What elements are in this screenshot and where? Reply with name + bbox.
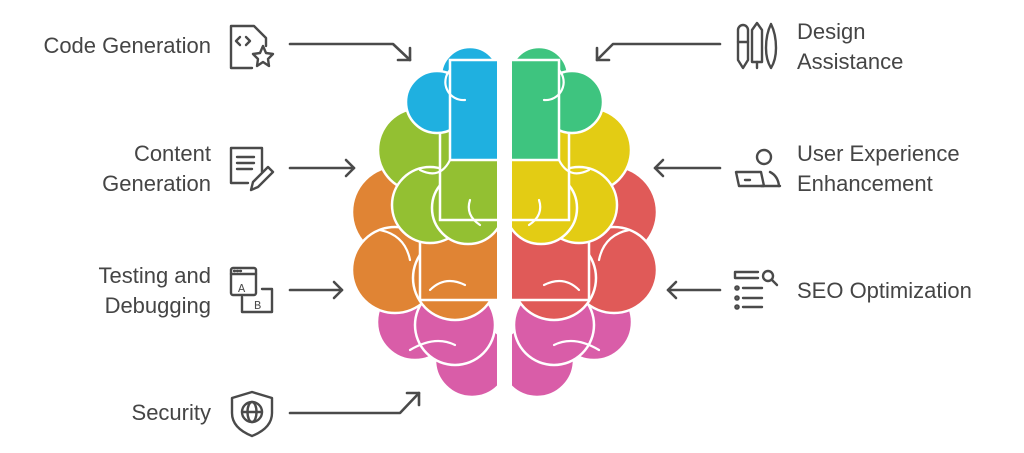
svg-text:A: A [238,282,246,296]
brain-right-hemisphere [512,45,659,399]
arrow-design-assistance [595,42,722,62]
arrow-content-generation [288,158,356,178]
svg-text:B: B [254,299,261,313]
user-laptop-icon [734,148,782,188]
code-star-icon [229,24,275,70]
arrow-security [288,391,421,415]
arrow-user-experience [653,158,722,178]
label-seo-optimization: SEO Optimization [797,278,972,303]
ab-test-icon: A B [229,266,274,314]
label-security: Security [131,400,211,425]
brain-lobe-blue [404,45,497,162]
list-search-icon [733,269,779,310]
shield-globe-icon [230,390,274,438]
document-pencil-icon [229,146,275,192]
brain-lobe-teal [512,45,605,162]
brain-left-hemisphere [350,45,497,399]
pens-icon [736,21,778,70]
arrow-testing-debugging [288,280,344,300]
arrow-code-generation [288,42,412,62]
arrow-seo [666,280,722,300]
label-code-generation: Code Generation [43,33,211,58]
